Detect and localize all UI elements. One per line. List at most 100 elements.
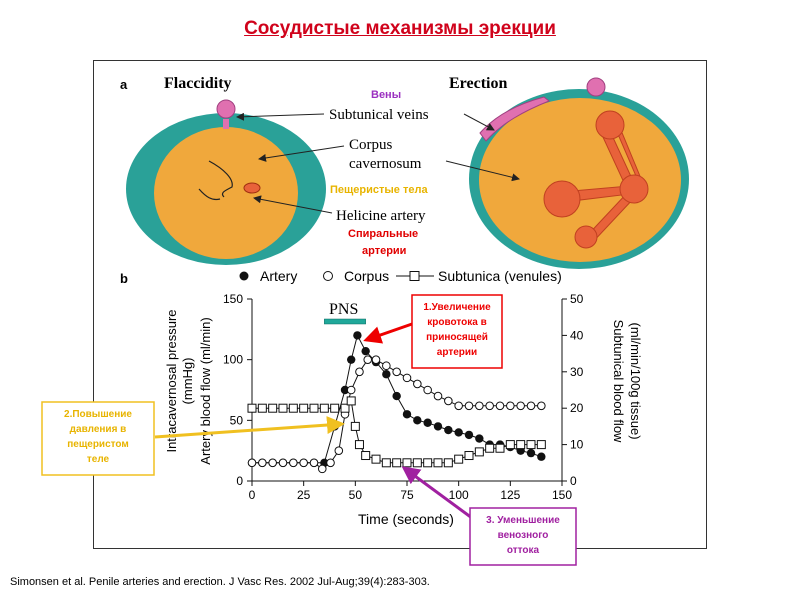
x-tick-label: 100	[449, 488, 469, 502]
y-right-tick-label: 10	[570, 438, 584, 452]
point-subtunica-venules	[516, 440, 526, 450]
point-subtunica-venules	[412, 458, 422, 468]
point-subtunica-venules	[278, 403, 288, 413]
flaccid-vein	[216, 99, 236, 119]
point-artery	[537, 452, 546, 461]
point-corpus	[506, 401, 515, 411]
point-subtunica-venules	[423, 458, 433, 468]
point-corpus	[464, 401, 474, 411]
y-right-tick-label: 20	[570, 401, 584, 415]
point-corpus	[317, 464, 327, 474]
corpus-label-line1: Corpus	[349, 137, 393, 153]
point-subtunica-venules	[346, 396, 356, 406]
point-artery	[475, 434, 484, 443]
compressed-subtunical-vein	[479, 96, 550, 142]
erection-heading: Erection	[449, 75, 507, 92]
point-artery	[454, 428, 463, 437]
helicine-artery-label: Helicine artery	[336, 208, 426, 224]
point-artery	[330, 422, 339, 431]
point-corpus	[346, 385, 356, 395]
flaccidity-heading: Flaccidity	[164, 75, 232, 92]
point-corpus	[268, 458, 277, 468]
y-left-tick-label: 50	[230, 413, 244, 427]
point-subtunica-venules	[454, 454, 464, 464]
corpus-ru-label: Пещеристые тела	[330, 184, 428, 196]
point-artery	[347, 355, 356, 364]
point-subtunica-venules	[354, 440, 364, 450]
point-corpus	[392, 367, 401, 377]
point-corpus	[371, 355, 381, 364]
point-subtunica-venules	[474, 447, 484, 457]
erect-emissary-vein	[586, 77, 606, 97]
point-artery	[526, 448, 536, 458]
legend-marker-artery	[239, 271, 249, 281]
y-left-tick-label: 100	[223, 353, 243, 367]
point-corpus	[454, 401, 463, 411]
point-corpus	[258, 458, 267, 468]
figure-frame: a Flaccidity Erection Вены Subtunical ve…	[93, 60, 707, 549]
x-tick-label: 25	[297, 488, 311, 502]
point-corpus	[309, 458, 319, 468]
veins-ru-label: Вены	[371, 89, 401, 101]
point-subtunica-venules	[288, 403, 298, 413]
x-tick-label: 50	[349, 488, 363, 502]
point-subtunica-venules	[536, 440, 546, 450]
point-corpus	[537, 401, 546, 411]
y-left-title-line3: Artery blood flow (ml/min)	[198, 317, 213, 464]
point-subtunica-venules	[371, 454, 381, 464]
point-subtunica-venules	[330, 403, 340, 413]
flaccid-cross-section	[126, 99, 326, 265]
point-subtunica-venules	[392, 458, 402, 468]
point-artery	[361, 346, 370, 356]
legend-marker-subtunica	[409, 271, 420, 281]
point-subtunica-venules	[247, 403, 257, 413]
point-artery	[340, 385, 350, 395]
legend-subtunica: Subtunica (venules)	[438, 268, 562, 284]
erect-helicine-arteries	[543, 110, 649, 249]
point-corpus	[516, 401, 525, 411]
point-artery	[464, 430, 474, 440]
citation: Simonsen et al. Penile arteries and erec…	[10, 576, 430, 588]
point-corpus	[299, 458, 308, 468]
point-subtunica-venules	[381, 458, 391, 468]
point-subtunica-venules	[350, 421, 360, 431]
figure-svg: a Flaccidity Erection Вены Subtunical ve…	[120, 75, 689, 527]
subtunical-veins-label: Subtunical veins	[329, 107, 429, 123]
x-axis-title: Time (seconds)	[358, 511, 454, 527]
point-subtunica-venules	[361, 451, 371, 461]
point-corpus	[413, 379, 422, 389]
point-corpus	[485, 401, 494, 411]
point-artery	[392, 391, 401, 401]
point-corpus	[475, 401, 484, 411]
x-tick-label: 125	[500, 488, 520, 502]
legend-corpus: Corpus	[344, 268, 389, 284]
point-subtunica-venules	[268, 403, 278, 413]
x-tick-label: 150	[552, 488, 572, 502]
point-subtunica-venules	[443, 458, 453, 468]
panel-a-label: a	[120, 77, 128, 92]
point-artery	[423, 418, 432, 427]
x-tick-label: 0	[249, 488, 256, 502]
point-subtunica-venules	[309, 403, 319, 413]
page-title: Сосудистые механизмы эрекции	[244, 18, 556, 39]
point-subtunica-venules	[257, 403, 267, 413]
point-artery	[413, 416, 422, 425]
y-left-title-line1: Intracavernosal pressure	[164, 309, 179, 452]
point-subtunica-venules	[433, 458, 443, 468]
helicine-ru-line1: Спиральные	[348, 228, 418, 240]
point-artery	[353, 331, 362, 340]
point-corpus	[423, 385, 432, 395]
point-corpus	[433, 391, 443, 401]
y-right-tick-label: 30	[570, 365, 584, 379]
point-subtunica-venules	[319, 403, 329, 413]
x-tick-label: 75	[400, 488, 414, 502]
y-left-tick-label: 0	[236, 474, 243, 488]
point-corpus	[334, 446, 344, 455]
y-right-tick-label: 50	[570, 292, 584, 306]
point-corpus	[444, 396, 453, 406]
chart-legend: Artery Corpus Subtunica (venules)	[239, 268, 562, 284]
y-right-title-line1: Subtunical blood flow	[611, 320, 626, 443]
point-corpus	[247, 458, 257, 468]
point-artery	[444, 425, 453, 435]
